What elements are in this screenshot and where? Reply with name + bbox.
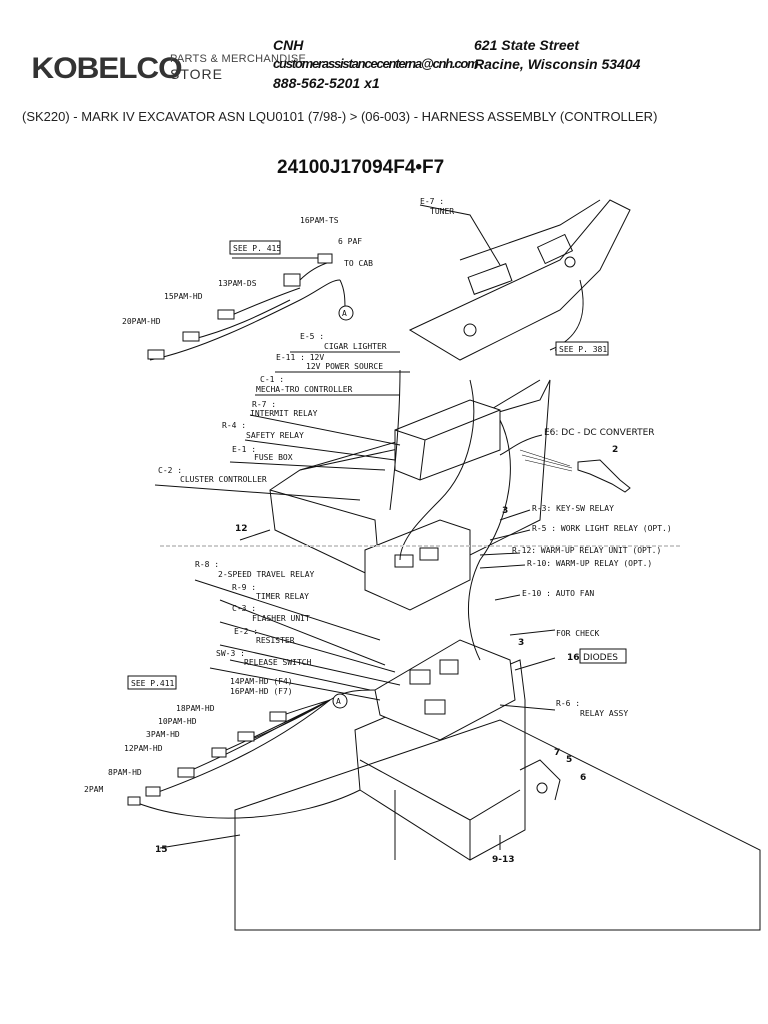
marker-a-upper: A [342, 309, 347, 318]
label-c1: C-1 : [260, 375, 284, 384]
store-title: STORE [170, 66, 223, 82]
label-safety-relay: SAFETY RELAY [246, 431, 304, 440]
callout-3-lower: 3 [518, 638, 524, 648]
store-subtitle: PARTS & MERCHANDISE [170, 53, 307, 65]
label-power-source: 12V POWER SOURCE [306, 362, 383, 371]
label-10pam-hd: 10PAM-HD [158, 717, 197, 726]
callout-7: 7 [554, 748, 560, 758]
label-see-p415: SEE P. 415 [233, 244, 281, 253]
label-2-speed-travel: 2-SPEED TRAVEL RELAY [218, 570, 315, 579]
company-name: CNH [273, 37, 304, 53]
label-e10: E-10 : AUTO FAN [522, 589, 594, 598]
label-16pam-hd: 16PAM-HD (F7) [230, 687, 293, 696]
callout-9-13: 9-13 [492, 855, 515, 865]
label-release-switch: RELEASE SWITCH [244, 658, 312, 667]
label-2pam: 2PAM [84, 785, 103, 794]
label-r10: R-10: WARM-UP RELAY (OPT.) [527, 559, 652, 568]
label-see-p411: SEE P.411 [131, 679, 175, 688]
label-to-cab: TO CAB [344, 259, 373, 268]
label-timer-relay: TIMER RELAY [256, 592, 309, 601]
label-r8: R-8 : [195, 560, 219, 569]
callout-15: 15 [155, 845, 168, 855]
label-mecha-tro-controller: MECHA-TRO CONTROLLER [256, 385, 353, 394]
label-fuse-box: FUSE BOX [254, 453, 293, 462]
callout-2: 2 [612, 445, 618, 455]
label-r5: R-5 : WORK LIGHT RELAY (OPT.) [532, 524, 672, 533]
label-r12: R-12: WARM-UP RELAY UNIT (OPT.) [512, 546, 661, 555]
label-e2: E-2 : [234, 627, 258, 636]
label-e5: E-5 : [300, 332, 324, 341]
label-c3: C-3 : [232, 604, 256, 613]
street-address: 621 State Street [474, 37, 580, 53]
callout-5: 5 [566, 755, 572, 765]
city-address: Racine, Wisconsin 53404 [474, 56, 641, 72]
diagram-part-number: 24100J17094F4•F7 [277, 157, 445, 178]
label-12pam-hd: 12PAM-HD [124, 744, 163, 753]
label-flasher-unit: FLASHER UNIT [252, 614, 310, 623]
label-e6: E6: DC - DC CONVERTER [544, 428, 655, 438]
callout-12: 12 [235, 524, 248, 534]
breadcrumb: (SK220) - MARK IV EXCAVATOR ASN LQU0101 … [22, 109, 658, 124]
label-8pam-hd: 8PAM-HD [108, 768, 142, 777]
label-r6: R-6 : [556, 699, 580, 708]
label-15pam-hd: 15PAM-HD [164, 292, 203, 301]
label-6-paf: 6 PAF [338, 237, 362, 246]
label-c2: C-2 : [158, 466, 182, 475]
callout-6: 6 [580, 773, 586, 783]
label-16pam-ts: 16PAM-TS [300, 216, 339, 225]
label-for-check: FOR CHECK [556, 629, 600, 638]
label-resister: RESISTER [256, 636, 295, 645]
label-intermit-relay: INTERMIT RELAY [250, 409, 318, 418]
label-r9: R-9 : [232, 583, 256, 592]
label-3pam-hd: 3PAM-HD [146, 730, 180, 739]
contact-email[interactable]: customerassistancecenterna@cnh.com [273, 56, 479, 71]
label-sw3: SW-3 : [216, 649, 245, 658]
callout-3-upper: 3 [502, 506, 508, 516]
label-relay-assy: RELAY ASSY [580, 709, 628, 718]
label-diodes: DIODES [583, 653, 618, 663]
label-e1: E-1 : [232, 445, 256, 454]
label-tuner: TUNER [430, 207, 454, 216]
phone-number: 888-562-5201 x1 [273, 75, 380, 91]
callout-16: 16 [567, 653, 580, 663]
label-r7: R-7 : [252, 400, 276, 409]
label-e11: E-11 : 12V [276, 353, 324, 362]
label-e7: E-7 : [420, 197, 444, 206]
label-18pam-hd: 18PAM-HD [176, 704, 215, 713]
marker-a-lower: A [336, 697, 341, 706]
label-see-p381: SEE P. 381 [559, 345, 607, 354]
label-r4: R-4 : [222, 421, 246, 430]
label-r3: R-3: KEY-SW RELAY [532, 504, 614, 513]
kobelco-logo: KOBELCO [31, 52, 182, 85]
label-20pam-hd: 20PAM-HD [122, 317, 161, 326]
label-cigar-lighter: CIGAR LIGHTER [324, 342, 387, 351]
label-cluster-controller: CLUSTER CONTROLLER [180, 475, 267, 484]
label-14pam-hd: 14PAM-HD (F4) [230, 677, 293, 686]
label-13pam-ds: 13PAM-DS [218, 279, 257, 288]
